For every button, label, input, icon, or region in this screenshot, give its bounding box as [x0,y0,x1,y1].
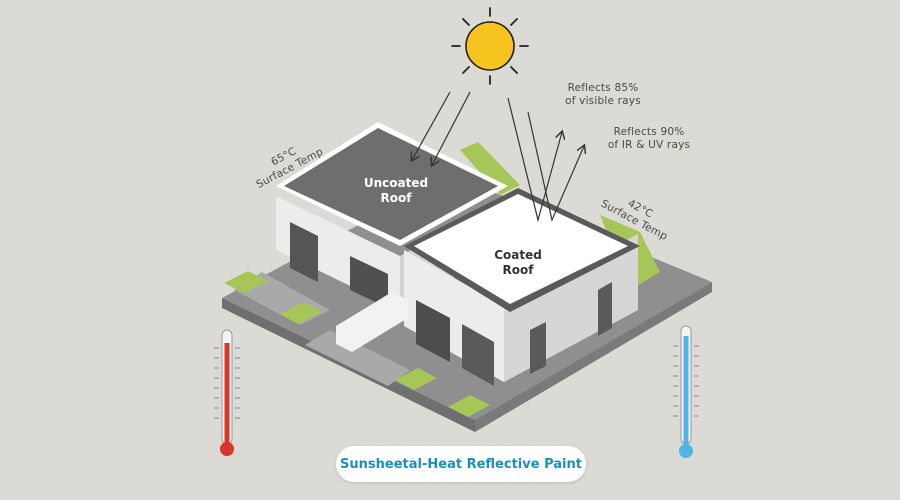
reflect-visible-line2: of visible rays [565,95,641,107]
sun-icon [451,7,529,85]
thermometer-cold-icon [673,325,699,458]
uncoated-roof-line1: Uncoated [363,176,429,190]
reflected-rays [507,97,584,223]
coated-roof-line1: Coated [494,248,542,262]
reflect-ir-line2: of IR & UV rays [607,139,691,151]
caption-text: Sunsheetal-Heat Reflective Paint [340,456,582,472]
reflect-visible-line1: Reflects 85% [567,82,639,94]
reflect-ir-line1: Reflects 90% [613,126,685,138]
uncoated-roof-label: Uncoated Roof [346,176,446,206]
uncoated-rays [412,91,471,165]
reflect-visible-label: Reflects 85% of visible rays [548,82,658,108]
coated-house [336,188,640,386]
caption-banner: Sunsheetal-Heat Reflective Paint [336,446,586,482]
coated-roof-label: Coated Roof [468,248,568,278]
thermometer-hot-icon [214,329,240,456]
reflect-ir-label: Reflects 90% of IR & UV rays [594,126,704,152]
uncoated-roof-line2: Roof [380,191,412,205]
coated-roof-line2: Roof [502,263,534,277]
